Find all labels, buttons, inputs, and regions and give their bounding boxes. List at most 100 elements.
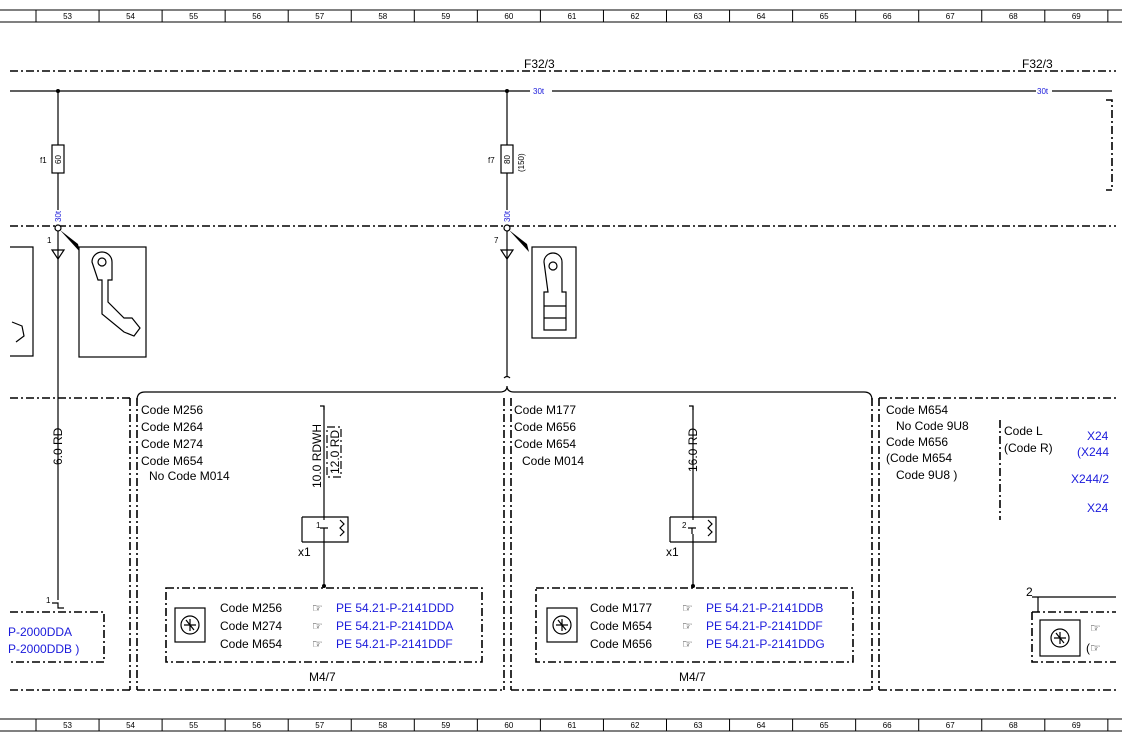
top-ruler-column-label: 57 [315,12,324,21]
section2-ref-link-2[interactable]: PE 54.21-P-2141DDG [706,637,825,651]
terminal-1-pin: 1 [47,236,52,245]
section3-xref-2[interactable]: X244/2 [1071,472,1109,486]
section2-ref-code-1: Code M654 [590,619,652,633]
section2-connector: 2 [669,516,717,588]
fuse-f7-rating: 80 [503,155,512,164]
terminal-7: 7 [494,224,529,376]
section2-code-0: Code M177 [514,403,576,417]
section1-code-3: Code M654 [141,454,203,468]
bus-30t: 30t 30t [10,87,1112,96]
terminal-7-pin: 7 [494,236,499,245]
relay-bracket [1106,99,1113,191]
fuse-box-label-left: F32/3 [524,57,555,71]
section1-code-1: Code M264 [141,420,203,434]
fuse-f1[interactable]: f1 60 30t [40,91,65,222]
section2-ref-icon-2: ☞ [682,637,693,651]
section3-code-3: (Code M654 [886,451,952,465]
section1-ref-code-0: Code M256 [220,601,282,615]
bottom-ruler-column-label: 64 [757,721,766,730]
section1-ref-link-1[interactable]: PE 54.21-P-2141DDA [336,619,453,633]
section2-code-1: Code M656 [514,420,576,434]
section1-wire-b: 12.0 RD [328,430,342,474]
bottom-ruler-column-label: 55 [189,721,198,730]
section1-ref-code-1: Code M274 [220,619,282,633]
section1-component: x1 [298,545,311,559]
sensor-symbol-1 [174,607,206,643]
bottom-ruler-column-label: 67 [946,721,955,730]
fuse-f1-name: f1 [40,156,47,165]
top-ruler-column-label: 62 [631,12,640,21]
lug-image-7 [531,246,577,339]
section2-ref-link-0[interactable]: PE 54.21-P-2141DDB [706,601,823,615]
section1-label: M4/7 [309,670,336,684]
section3-xref-0[interactable]: X24 [1087,429,1109,443]
section2-wire: 16.0 RD [686,428,700,472]
section3-code-2: Code M656 [886,435,948,449]
bottom-ruler-column-label: 66 [883,721,892,730]
section3-xref-1[interactable]: (X244 [1077,445,1109,459]
left-connector-pin: 1 [46,596,51,605]
section2-label: M4/7 [679,670,706,684]
section2-ref-icon-0: ☞ [682,601,693,615]
bus-label-30t: 30t [533,87,545,96]
wire-label-left: 6.0 RD [51,427,65,465]
section1-wire-a: 10.0 RDWH [310,424,324,488]
bottom-ruler-column-label: 61 [567,721,576,730]
section2-ref-code-2: Code M656 [590,637,652,651]
section1-ref-icon-0: ☞ [312,601,323,615]
fuse-f7[interactable]: f7 80 (150) 30t [488,91,526,222]
bottom-ruler-column-label: 59 [441,721,450,730]
top-ruler-column-label: 55 [189,12,198,21]
bottom-ruler-column-label: 53 [63,721,72,730]
top-ruler-column-label: 65 [820,12,829,21]
top-ruler-column-label: 63 [694,12,703,21]
fuse-f7-name: f7 [488,156,495,165]
top-ruler-column-label: 61 [567,12,576,21]
left-connector: 1 P-2000DDA P-2000DDB ) [8,596,105,663]
section2-ref-link-1[interactable]: PE 54.21-P-2141DDF [706,619,823,633]
left-ref-1[interactable]: P-2000DDA [8,625,72,639]
section1-ref-link-2[interactable]: PE 54.21-P-2141DDF [336,637,453,651]
section2-conn-pin: 2 [682,521,687,530]
section3-code-b-0: Code L [1004,424,1043,438]
section3-xref-3[interactable]: X24 [1087,501,1109,515]
bottom-ruler-column-label: 58 [378,721,387,730]
section1-ref-icon-1: ☞ [312,619,323,633]
bottom-ruler-column-label: 54 [126,721,135,730]
top-ruler-column-label: 64 [757,12,766,21]
section3-code-1: No Code 9U8 [896,419,969,433]
fuse-f1-bus: 30t [54,210,63,222]
top-ruler-column-label: 56 [252,12,261,21]
section3-code-0: Code M654 [886,403,948,417]
sensor-symbol-2 [546,607,578,643]
left-ref-2[interactable]: P-2000DDB ) [8,642,79,656]
sensor-symbol-3 [1039,619,1081,657]
section1-ref-icon-2: ☞ [312,637,323,651]
section3-pin: 2 [1026,585,1033,599]
section2-code-3: Code M014 [522,454,584,468]
top-ruler-column-label: 59 [441,12,450,21]
bottom-ruler-column-label: 60 [504,721,513,730]
section3-code-4: Code 9U8 ) [896,468,957,482]
section1-ref-code-2: Code M654 [220,637,282,651]
bottom-ruler-column-label: 65 [820,721,829,730]
section1-code-0: Code M256 [141,403,203,417]
wire-break [503,375,511,379]
section1-ref-box [165,587,483,663]
section3-ref-icon-1: (☞ [1086,641,1101,655]
section1-code-4: No Code M014 [149,469,230,483]
section1-code-2: Code M274 [141,437,203,451]
top-ruler-column-label: 60 [504,12,513,21]
fuse-f7-alt: (150) [517,153,526,172]
section-3: Code M654 No Code 9U8 Code M656 (Code M6… [886,403,1116,663]
bottom-ruler-column-label: 62 [631,721,640,730]
fuse-box-boundary: F32/3 F32/3 [10,57,1116,72]
top-ruler-column-label: 53 [63,12,72,21]
section1-ref-link-0[interactable]: PE 54.21-P-2141DDD [336,601,454,615]
section3-code-b-1: (Code R) [1004,441,1053,455]
top-ruler-column-label: 54 [126,12,135,21]
top-ruler-column-label: 69 [1072,12,1081,21]
